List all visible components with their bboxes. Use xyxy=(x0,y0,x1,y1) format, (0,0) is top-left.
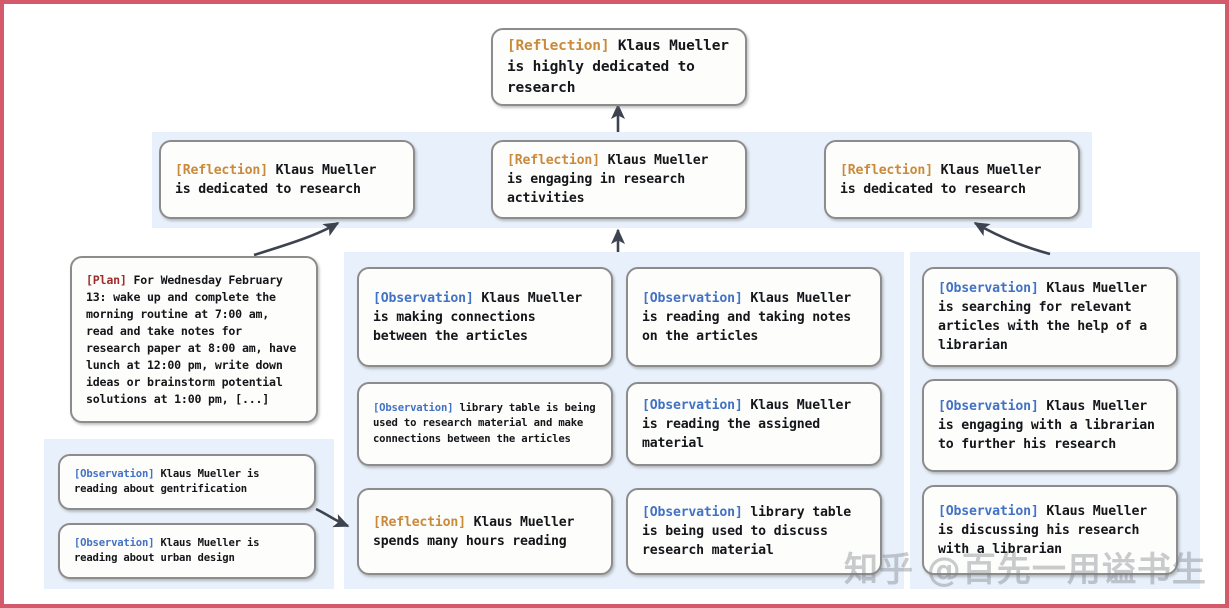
node-body: Klaus Mueller is discussing his research… xyxy=(938,503,1147,557)
node-body: Klaus Mueller is reading the assigned ma… xyxy=(642,397,851,451)
node-body: Klaus Mueller is reading about urban des… xyxy=(74,536,260,565)
node-text: [Observation] Klaus Mueller is reading a… xyxy=(60,467,314,498)
node-reflection-center[interactable]: [Reflection] Klaus Mueller is engaging i… xyxy=(491,140,747,219)
node-text: [Reflection] Klaus Mueller is dedicated … xyxy=(826,161,1078,199)
node-tag: [Observation] xyxy=(642,290,743,306)
node-body: Klaus Mueller spends many hours reading xyxy=(373,514,575,549)
node-body: Klaus Mueller is engaging in research ac… xyxy=(507,153,709,206)
node-plan[interactable]: [Plan] For Wednesday February 13: wake u… xyxy=(70,256,318,423)
node-text: [Observation] Klaus Mueller is making co… xyxy=(359,289,611,346)
node-observation-urban-design[interactable]: [Observation] Klaus Mueller is reading a… xyxy=(58,523,316,579)
node-observation-engaging-librarian[interactable]: [Observation] Klaus Mueller is engaging … xyxy=(922,379,1178,472)
node-reflection-hours-reading[interactable]: [Reflection] Klaus Mueller spends many h… xyxy=(357,488,613,575)
node-text: [Observation] Klaus Mueller is reading t… xyxy=(628,396,880,453)
node-text: [Observation] Klaus Mueller is searching… xyxy=(924,279,1176,355)
node-tag: [Reflection] xyxy=(373,514,466,530)
node-reflection-right[interactable]: [Reflection] Klaus Mueller is dedicated … xyxy=(824,140,1080,219)
node-body: Klaus Mueller is dedicated to research xyxy=(175,162,377,197)
node-tag: [Observation] xyxy=(74,536,155,549)
node-tag: [Observation] xyxy=(373,290,474,306)
node-tag: [Observation] xyxy=(642,505,743,520)
node-text: [Reflection] Klaus Mueller is engaging i… xyxy=(493,151,745,208)
node-body: Klaus Mueller is reading about gentrific… xyxy=(74,467,260,496)
node-tag: [Reflection] xyxy=(175,162,268,178)
node-body: library table is being used to discuss r… xyxy=(642,505,851,558)
node-observation-making-connections[interactable]: [Observation] Klaus Mueller is making co… xyxy=(357,267,613,367)
node-tag: [Reflection] xyxy=(507,37,610,54)
node-text: [Reflection] Klaus Mueller is dedicated … xyxy=(161,161,413,199)
node-text: [Observation] library table is being use… xyxy=(359,401,611,448)
node-observation-library-table-discuss[interactable]: [Observation] library table is being use… xyxy=(626,488,882,575)
node-observation-searching-articles[interactable]: [Observation] Klaus Mueller is searching… xyxy=(922,267,1178,367)
node-observation-library-table-connections[interactable]: [Observation] library table is being use… xyxy=(357,382,613,466)
node-text: [Reflection] Klaus Mueller is highly ded… xyxy=(493,36,745,99)
node-body: Klaus Mueller is engaging with a librari… xyxy=(938,399,1155,452)
node-observation-assigned-material[interactable]: [Observation] Klaus Mueller is reading t… xyxy=(626,382,882,466)
node-body: Klaus Mueller is dedicated to research xyxy=(840,162,1042,197)
node-tag: [Reflection] xyxy=(840,162,933,178)
node-observation-gentrification[interactable]: [Observation] Klaus Mueller is reading a… xyxy=(58,454,316,510)
node-tag: [Observation] xyxy=(74,467,155,480)
node-body: Klaus Mueller is searching for relevant … xyxy=(938,281,1147,353)
node-body: Klaus Mueller is reading and taking note… xyxy=(642,290,851,344)
node-tag: [Observation] xyxy=(938,399,1039,414)
node-observation-reading-taking-notes[interactable]: [Observation] Klaus Mueller is reading a… xyxy=(626,267,882,367)
node-tag: [Reflection] xyxy=(507,153,600,168)
node-text: [Observation] Klaus Mueller is reading a… xyxy=(628,289,880,346)
node-tag: [Observation] xyxy=(373,401,454,414)
node-text: [Observation] library table is being use… xyxy=(628,503,880,560)
node-tag: [Observation] xyxy=(642,397,743,413)
node-text: [Plan] For Wednesday February 13: wake u… xyxy=(72,272,316,408)
node-body: For Wednesday February 13: wake up and c… xyxy=(86,272,297,406)
node-text: [Observation] Klaus Mueller is reading a… xyxy=(60,536,314,567)
node-text: [Reflection] Klaus Mueller spends many h… xyxy=(359,513,611,551)
node-body: library table is being used to research … xyxy=(373,401,596,445)
node-reflection-left[interactable]: [Reflection] Klaus Mueller is dedicated … xyxy=(159,140,415,219)
node-observation-discussing-research[interactable]: [Observation] Klaus Mueller is discussin… xyxy=(922,485,1178,575)
node-tag: [Observation] xyxy=(938,281,1039,296)
node-body: Klaus Mueller is making connections betw… xyxy=(373,290,582,344)
node-tag: [Observation] xyxy=(938,503,1039,519)
node-body: Klaus Mueller is highly dedicated to res… xyxy=(507,37,729,96)
node-tag: [Plan] xyxy=(86,272,127,287)
node-text: [Observation] Klaus Mueller is engaging … xyxy=(924,397,1176,454)
node-text: [Observation] Klaus Mueller is discussin… xyxy=(924,502,1176,559)
node-root-reflection[interactable]: [Reflection] Klaus Mueller is highly ded… xyxy=(491,28,747,106)
